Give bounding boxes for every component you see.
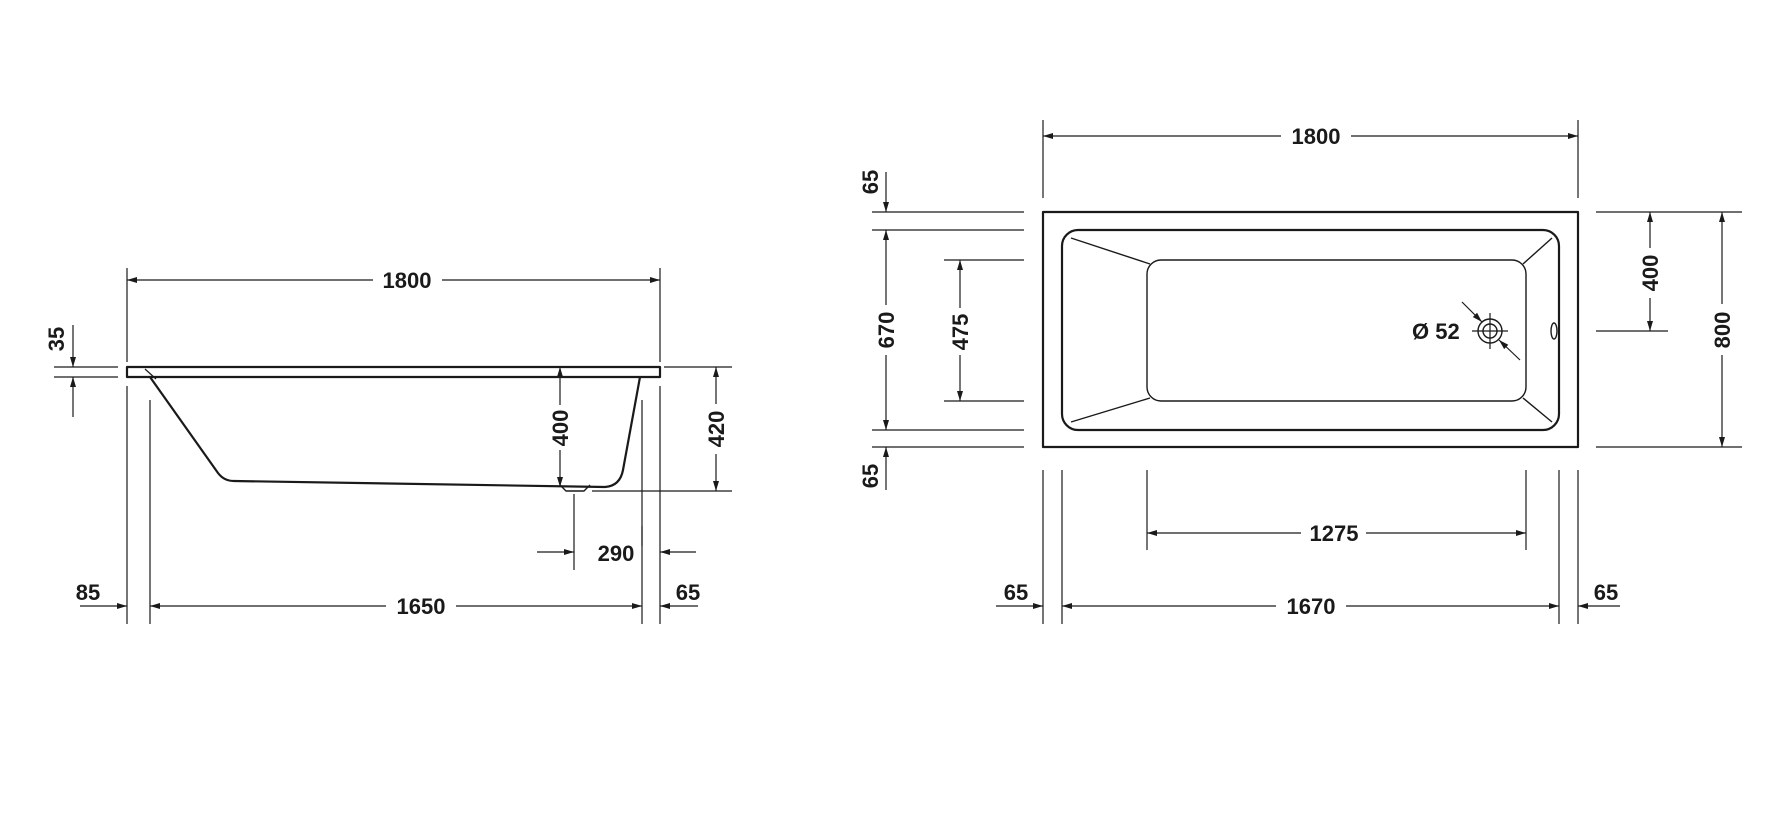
dim-label-side-inner-depth: 400 [548, 410, 573, 447]
tub-centerline [144, 368, 157, 380]
dim-label-top-overflow-position: 400 [1638, 255, 1663, 292]
dim-side-1650: 1650 [150, 594, 642, 619]
dim-side-290: 290 [537, 541, 696, 566]
dim-side-420: 420 [704, 367, 729, 491]
dim-label-top-rim-bottom: 65 [858, 464, 883, 488]
dim-label-side-right-offset: 65 [676, 580, 700, 605]
dim-top-1275: 1275 [1147, 521, 1526, 546]
top-view-outline [1041, 210, 1580, 449]
dim-top-1800: 1800 [1043, 124, 1578, 149]
dim-side-35: 35 [44, 325, 76, 417]
dim-label-top-rim-left: 65 [1004, 580, 1028, 605]
dim-top-65-right: 65 [1578, 580, 1620, 609]
dim-top-65-left: 65 [996, 580, 1043, 609]
dim-side-1800: 1800 [127, 268, 660, 293]
top-view: 1800 65 670 475 65 Ø 52 400 [858, 120, 1742, 624]
dim-label-top-inner-length: 1670 [1287, 594, 1336, 619]
side-view-outline [125, 365, 662, 492]
dim-label-side-base-length: 1650 [397, 594, 446, 619]
dim-label-top-bottom-length: 1275 [1310, 521, 1359, 546]
dim-top-65-bottom: 65 [858, 447, 889, 490]
drain-fitting [559, 484, 591, 492]
dim-label-top-rim-top: 65 [858, 170, 883, 194]
drain-icon [1472, 313, 1508, 349]
dim-top-670: 670 [874, 230, 899, 430]
tub-inner-edge-top [1060, 228, 1561, 432]
tub-bottom-top [1146, 259, 1527, 402]
side-view-extension-lines [54, 268, 732, 624]
dim-top-1670: 1670 [1062, 594, 1559, 619]
dim-label-side-left-offset: 85 [76, 580, 100, 605]
dim-top-400: 400 [1638, 212, 1663, 331]
top-view-extension-lines [872, 120, 1742, 624]
tub-body-side [149, 376, 642, 489]
dim-top-800: 800 [1710, 212, 1735, 447]
dim-side-65: 65 [660, 580, 700, 609]
dim-label-top-drain-diameter: Ø 52 [1412, 319, 1460, 344]
dim-label-top-bottom-width: 475 [948, 314, 973, 351]
dim-label-side-drain-offset: 290 [598, 541, 635, 566]
dim-label-side-rim-thickness: 35 [44, 327, 69, 351]
dim-label-side-outer-height: 420 [704, 411, 729, 448]
overflow-icon [1550, 322, 1558, 340]
dim-label-top-rim-right: 65 [1594, 580, 1618, 605]
dim-top-65-top: 65 [858, 170, 889, 212]
dim-top-475: 475 [948, 260, 973, 401]
tub-outer-rim-top [1041, 210, 1580, 449]
dim-label-top-overall-length: 1800 [1292, 124, 1341, 149]
dim-label-top-inner-width: 670 [874, 312, 899, 349]
side-view: 1800 35 400 420 290 85 1650 [44, 268, 732, 624]
dim-side-400: 400 [548, 367, 573, 487]
dim-label-side-overall-length: 1800 [383, 268, 432, 293]
dim-side-85: 85 [76, 580, 127, 609]
tub-rim-side [125, 365, 662, 379]
dim-top-drain: Ø 52 [1412, 301, 1521, 361]
dim-label-top-overall-width: 800 [1710, 312, 1735, 349]
